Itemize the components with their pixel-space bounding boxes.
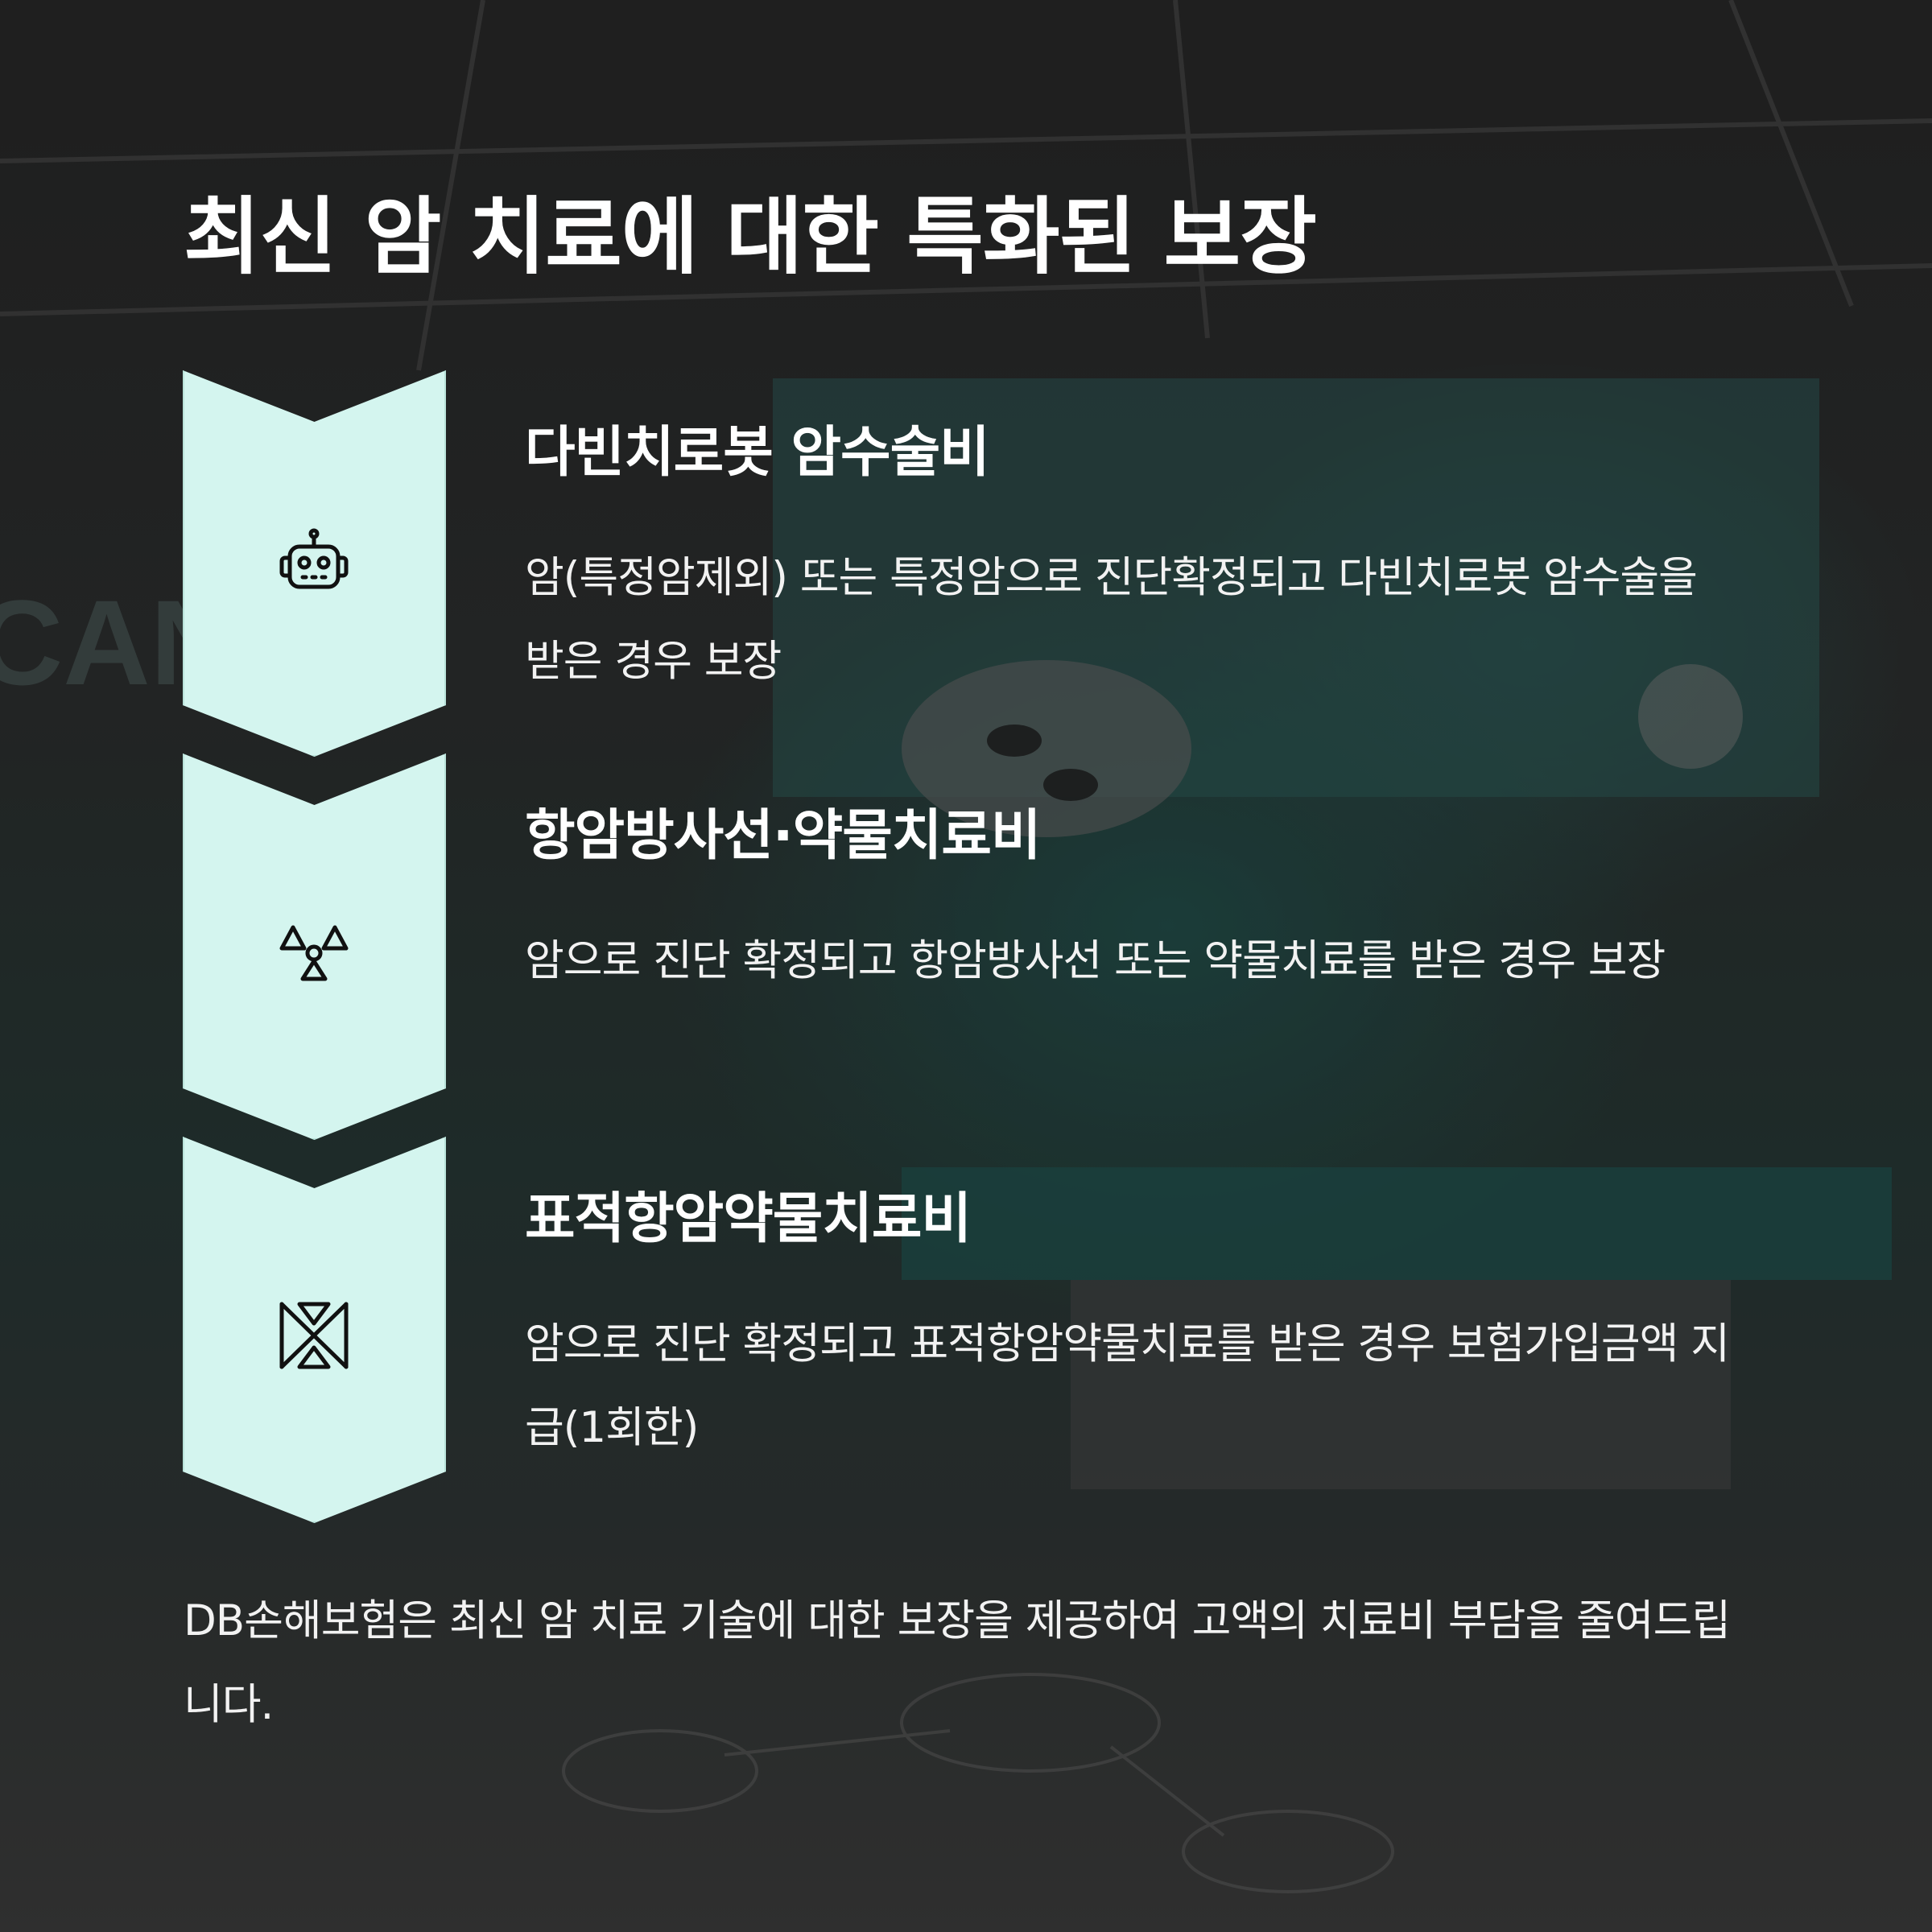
item-title-robot-surgery: 다빈치로봇 암수술비: [525, 421, 990, 485]
footer-text: DB손해보험은 최신 암 치료 기술에 대한 보장을 제공하여 고액의 치료비 …: [184, 1596, 1731, 1729]
page-title: 최신 암 치료에 대한 특화된 보장: [184, 188, 1317, 286]
item-title-targeted-therapy: 표적항암약물치료비: [525, 1187, 972, 1251]
item-desc-robot-surgery: 암(특정암제외) 또는 특정암으로 진단확정되고 다빈치로봇 암수술을 받은 경…: [525, 553, 1698, 686]
item-title-radiation-therapy: 항암방사선·약물치료비: [525, 804, 1041, 868]
radiation-icon: [266, 903, 362, 1000]
chevron-step-3: [183, 1137, 446, 1523]
robot-icon: [266, 519, 362, 616]
item-desc-radiation-therapy: 암으로 진단 확정되고 항암방사선 또는 약물치료를 받은 경우 보장: [525, 936, 1666, 985]
targeted-therapy-icon: [266, 1286, 362, 1383]
item-desc-targeted-therapy: 암으로 진단 확정되고 표적항암약물치료를 받은 경우 보험가입금액 지급(1회…: [525, 1319, 1730, 1452]
